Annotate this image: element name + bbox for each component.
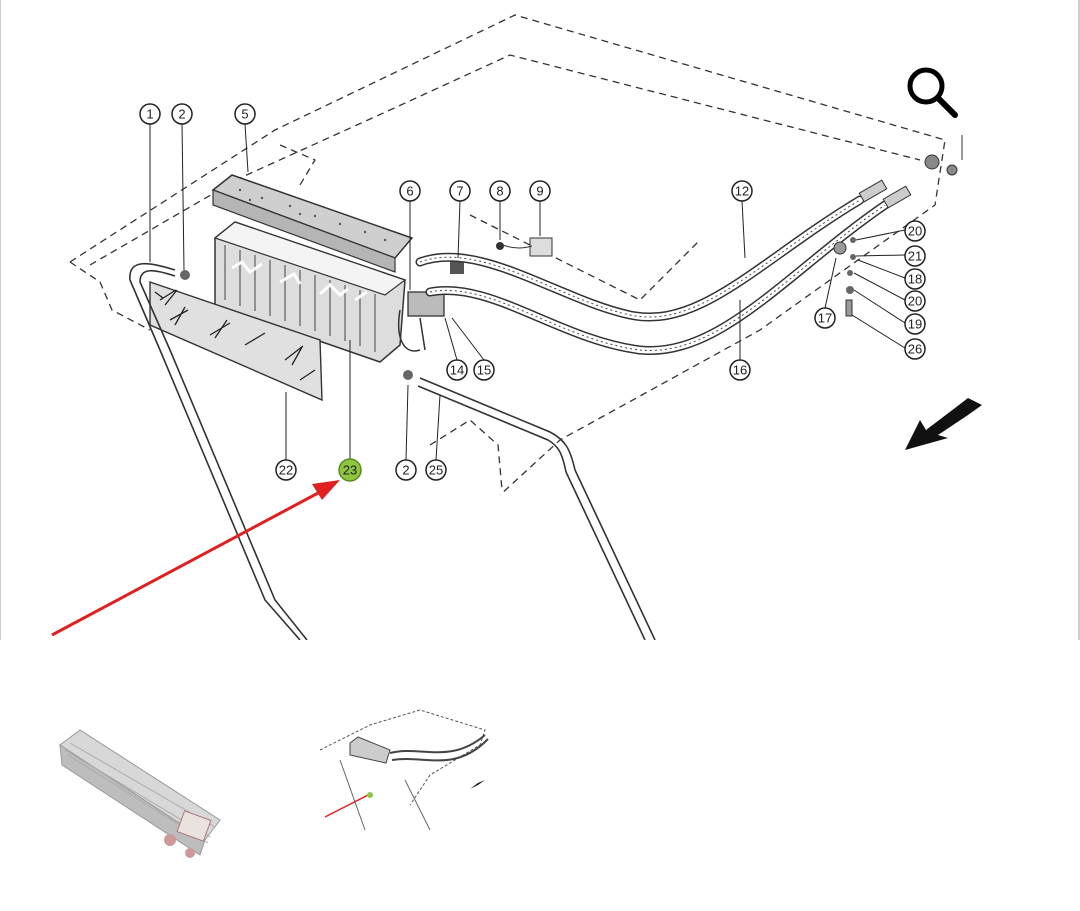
callout-8[interactable]: 8 xyxy=(489,180,511,202)
callout-label: 14 xyxy=(450,363,464,378)
callout-label: 7 xyxy=(456,184,463,199)
callout-2-top[interactable]: 2 xyxy=(171,103,193,125)
callout-label: 18 xyxy=(908,272,922,287)
callout-label: 9 xyxy=(536,184,543,199)
refrigerant-hoses xyxy=(415,179,912,355)
callout-26[interactable]: 26 xyxy=(904,338,926,360)
callout-6[interactable]: 6 xyxy=(399,180,421,202)
highlight-circle xyxy=(338,458,362,482)
drain-pipe-left xyxy=(129,262,308,640)
callout-20-top[interactable]: 20 xyxy=(904,220,926,242)
callout-5[interactable]: 5 xyxy=(234,103,256,125)
filter-panel xyxy=(149,281,323,402)
callout-21[interactable]: 21 xyxy=(904,245,926,267)
callout-label: 25 xyxy=(429,463,443,478)
foam-strip xyxy=(211,174,414,273)
callout-label: 12 xyxy=(735,184,749,199)
callout-7[interactable]: 7 xyxy=(449,180,471,202)
callout-label: 26 xyxy=(908,342,922,357)
thumbnail-strip xyxy=(0,660,1080,900)
magnifier-icon xyxy=(907,67,958,118)
zoom-button[interactable] xyxy=(900,60,964,124)
callout-label: 22 xyxy=(279,463,293,478)
evaporator-core xyxy=(213,221,407,363)
callout-20-bottom[interactable]: 20 xyxy=(904,290,926,312)
callout-label: 5 xyxy=(241,107,248,122)
arrow-down-left-icon xyxy=(905,398,982,450)
diagram-thumbnail-image xyxy=(319,709,489,831)
roof-outline xyxy=(69,14,946,496)
callout-18[interactable]: 18 xyxy=(904,268,926,290)
callout-label: 19 xyxy=(908,317,922,332)
red-pointer-arrow xyxy=(51,480,340,637)
callout-label: 6 xyxy=(406,184,413,199)
callout-label: 21 xyxy=(908,249,922,264)
callout-17[interactable]: 17 xyxy=(814,307,836,329)
callout-label: 23 xyxy=(343,463,357,478)
diagram-thumbnail[interactable] xyxy=(310,705,500,835)
drain-pipe-right xyxy=(417,377,656,640)
callout-23-highlighted[interactable]: 23 xyxy=(338,458,362,482)
parts-diagram: 1 2 5 6 7 8 9 12 14 15 16 17 18 19 20 20… xyxy=(0,0,1080,640)
evaporator-photo-image xyxy=(59,729,221,858)
expansion-valve xyxy=(398,260,464,352)
callout-label: 15 xyxy=(477,363,491,378)
callout-label: 16 xyxy=(733,363,747,378)
evaporator-photo-thumbnail[interactable] xyxy=(50,715,230,865)
callout-label: 20 xyxy=(908,224,922,239)
hardware-parts xyxy=(180,135,963,380)
callout-16[interactable]: 16 xyxy=(729,359,751,381)
callout-15[interactable]: 15 xyxy=(473,359,495,381)
callout-19[interactable]: 19 xyxy=(904,313,926,335)
callout-25[interactable]: 25 xyxy=(425,459,447,481)
callout-label: 1 xyxy=(146,107,153,122)
callout-1[interactable]: 1 xyxy=(139,103,161,125)
callout-label: 20 xyxy=(908,294,922,309)
parts-diagram-svg: 1 2 5 6 7 8 9 12 14 15 16 17 18 19 20 20… xyxy=(0,0,1080,640)
callout-2-bottom[interactable]: 2 xyxy=(395,459,417,481)
callout-label: 2 xyxy=(178,107,185,122)
callout-label: 8 xyxy=(496,184,503,199)
callout-22[interactable]: 22 xyxy=(275,459,297,481)
callout-12[interactable]: 12 xyxy=(731,180,753,202)
callout-label: 17 xyxy=(818,311,832,326)
callout-label: 2 xyxy=(402,463,409,478)
callout-14[interactable]: 14 xyxy=(446,359,468,381)
leader-lines xyxy=(149,122,906,461)
callout-9[interactable]: 9 xyxy=(529,180,551,202)
